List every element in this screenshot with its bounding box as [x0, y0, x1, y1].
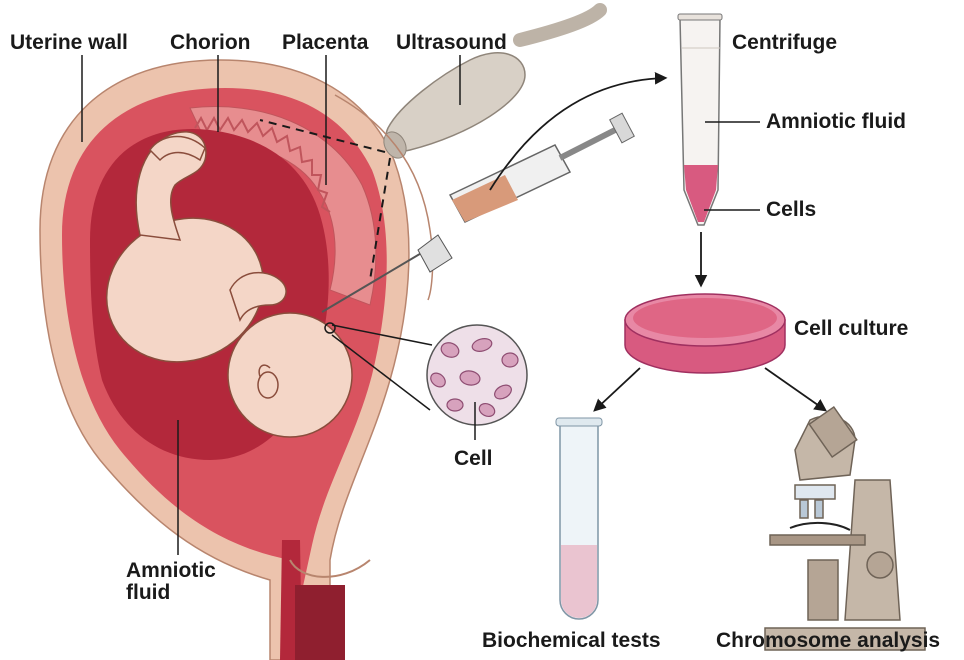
label-ultrasound: Ultrasound	[396, 32, 507, 54]
uterus	[40, 60, 409, 660]
label-amniotic-line1: Amniotic	[126, 560, 216, 582]
label-amniotic-line2: fluid	[126, 582, 216, 604]
label-uterine-wall: Uterine wall	[10, 32, 128, 54]
test-tube	[556, 418, 602, 619]
microscope	[765, 407, 925, 650]
label-cell-culture: Cell culture	[794, 318, 908, 340]
label-placenta: Placenta	[282, 32, 368, 54]
centrifuge-tube	[678, 14, 722, 225]
label-chorion: Chorion	[170, 32, 250, 54]
label-biochemical-tests: Biochemical tests	[482, 630, 661, 652]
label-amniotic-fluid-tube: Amniotic fluid	[766, 111, 906, 133]
label-centrifuge: Centrifuge	[732, 32, 837, 54]
label-cells: Cells	[766, 199, 816, 221]
label-chromosome-analysis: Chromosome analysis	[716, 630, 940, 652]
label-cell: Cell	[454, 448, 493, 470]
cell-magnification	[427, 325, 527, 425]
ultrasound-probe-body	[386, 53, 525, 151]
label-amniotic-fluid-uterus: Amniotic fluid	[126, 560, 216, 604]
cell-culture-dish	[625, 294, 785, 373]
